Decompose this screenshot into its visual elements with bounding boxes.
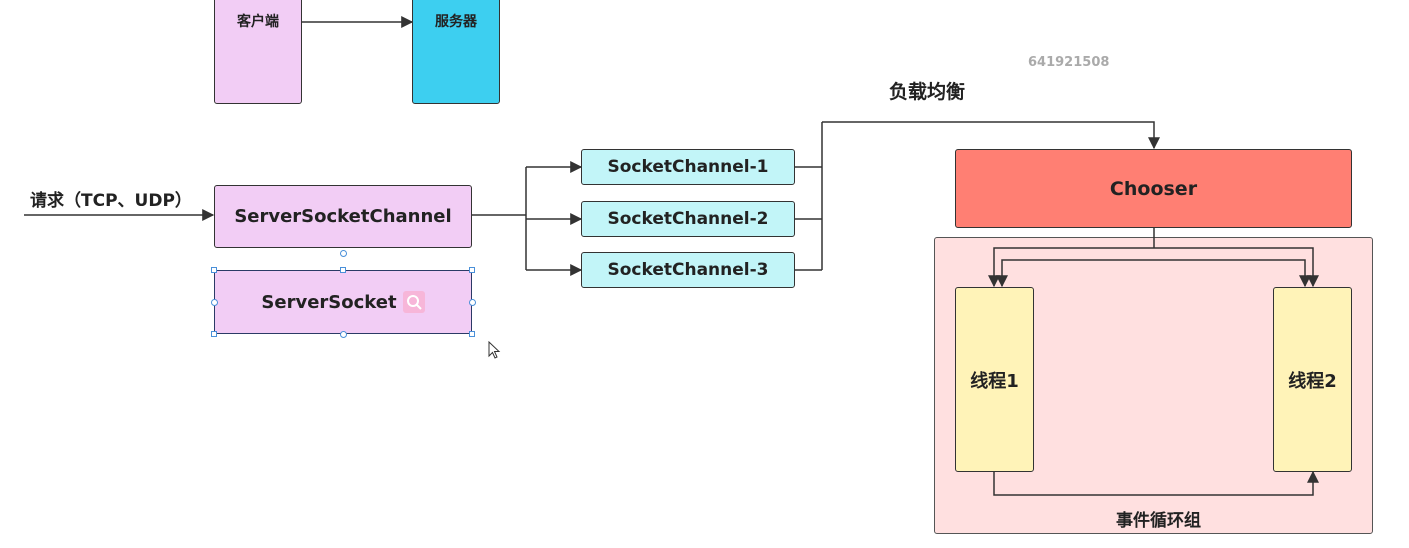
server-socket-label: ServerSocket [261, 291, 397, 313]
socket-channel-3-label: SocketChannel-3 [607, 260, 769, 280]
mouse-pointer-icon [488, 341, 501, 359]
resize-handle-bl[interactable] [211, 331, 217, 337]
resize-handle-tl[interactable] [211, 267, 217, 273]
server-socket-box[interactable]: ServerSocket [214, 270, 472, 334]
socket-channel-2-box[interactable]: SocketChannel-2 [581, 201, 795, 237]
socket-channel-1-box[interactable]: SocketChannel-1 [581, 149, 795, 185]
search-icon[interactable] [402, 291, 425, 313]
thread-1-box[interactable]: 线程1 [955, 287, 1034, 472]
resize-handle-tr[interactable] [469, 267, 475, 273]
load-balance-arrow [822, 121, 1160, 150]
server-label: 服务器 [435, 14, 477, 30]
load-balance-label: 负载均衡 [889, 81, 966, 103]
watermark-text: 641921508 [1028, 55, 1110, 70]
event-loop-arrow [993, 470, 1319, 496]
resize-handle-mr[interactable] [469, 299, 476, 306]
rotate-handle[interactable] [340, 250, 347, 257]
socket-channel-2-label: SocketChannel-2 [607, 209, 769, 229]
server-socket-channel-box[interactable]: ServerSocketChannel [214, 185, 472, 248]
chooser-label: Chooser [1109, 177, 1198, 200]
resize-handle-bm[interactable] [340, 331, 347, 338]
event-loop-group-label: 事件循环组 [1116, 511, 1201, 531]
socket-channel-3-box[interactable]: SocketChannel-3 [581, 252, 795, 288]
request-label: 请求（TCP、UDP） [30, 191, 192, 211]
thread-2-label: 线程2 [1288, 370, 1337, 392]
thread-1-label: 线程1 [970, 370, 1019, 392]
server-box[interactable]: 服务器 [412, 0, 500, 104]
client-box[interactable]: 客户端 [214, 0, 302, 104]
chooser-box[interactable]: Chooser [955, 149, 1352, 228]
thread-2-box[interactable]: 线程2 [1273, 287, 1352, 472]
resize-handle-tm[interactable] [340, 267, 346, 273]
socket-channel-1-label: SocketChannel-1 [607, 157, 769, 177]
client-label: 客户端 [237, 14, 279, 30]
resize-handle-ml[interactable] [211, 299, 218, 306]
server-socket-channel-label: ServerSocketChannel [234, 206, 452, 227]
resize-handle-br[interactable] [469, 331, 475, 337]
